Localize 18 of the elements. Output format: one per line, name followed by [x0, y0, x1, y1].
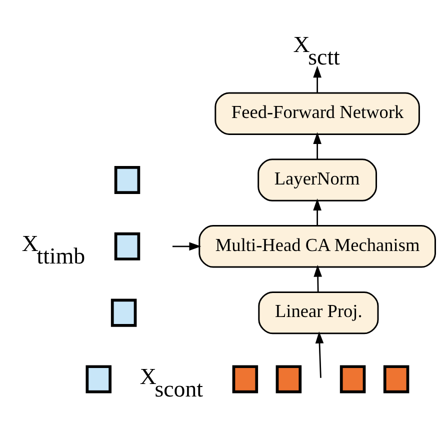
node-box	[110, 298, 137, 326]
arrow	[172, 242, 202, 250]
node-box: Linear Proj.	[258, 290, 379, 334]
node-box	[86, 364, 112, 393]
node-box	[340, 364, 366, 393]
arrow	[313, 65, 322, 92]
node-box: LayerNorm	[258, 158, 378, 201]
node-box	[383, 364, 410, 393]
node-box	[114, 232, 140, 260]
arrow	[315, 330, 324, 378]
arrow	[314, 264, 322, 292]
node-box	[232, 364, 258, 393]
arrow	[313, 132, 322, 159]
node-box	[114, 165, 140, 194]
node-box: Feed-Forward Network	[214, 92, 420, 134]
node-box	[276, 364, 302, 393]
node-box: Multi-Head CA Mechanism	[198, 224, 436, 268]
arrow	[313, 198, 322, 226]
